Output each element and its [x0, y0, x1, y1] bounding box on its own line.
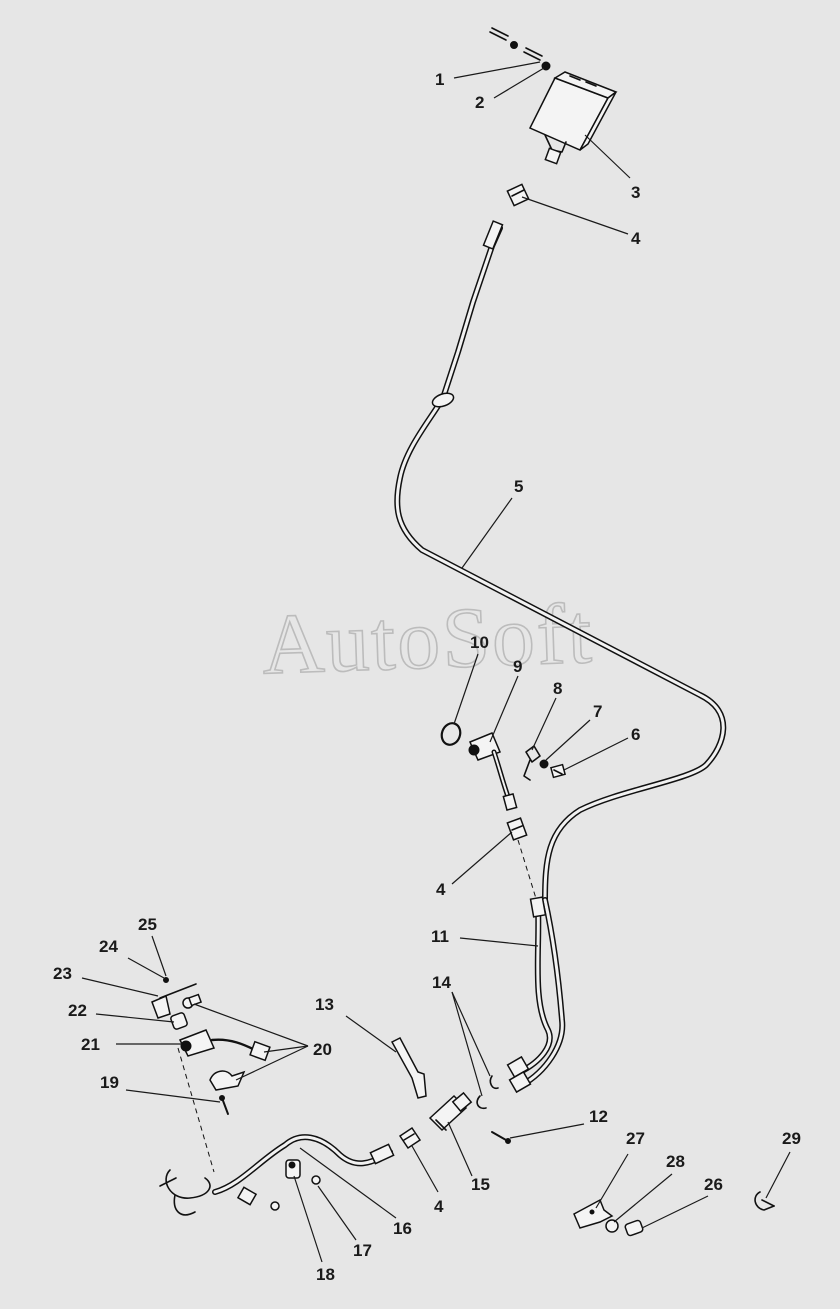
alignment-dashed-line: [517, 839, 539, 906]
bracket-part-20: [209, 1070, 246, 1091]
callout-7: 7: [593, 702, 602, 721]
bracket-part-23: [151, 983, 197, 1019]
grommet-part-22: [170, 1012, 188, 1030]
wheel-sensor-part-21: [178, 1029, 271, 1062]
connector-clip-part-4-top: [506, 183, 530, 207]
clamp-part-18: [285, 1159, 301, 1179]
small-bolt-part-24: [163, 977, 169, 983]
callout-12: 12: [589, 1107, 608, 1126]
callout-15: 15: [471, 1175, 490, 1194]
callout-4-bottom: 4: [434, 1197, 444, 1216]
bolt-part-12: [491, 1131, 511, 1144]
screw-part-17: [311, 1175, 321, 1185]
connector-clip-part-4-bottom: [398, 1126, 422, 1150]
bracket-part-8: [523, 745, 541, 781]
clip-part-25: [182, 993, 203, 1009]
clip-part-14: [476, 1075, 499, 1110]
callout-28: 28: [666, 1152, 685, 1171]
callout-19: 19: [100, 1073, 119, 1092]
callout-10: 10: [470, 633, 489, 652]
callout-18: 18: [316, 1265, 335, 1284]
bolt-part-1: [489, 27, 543, 61]
callout-13: 13: [315, 995, 334, 1014]
callout-27: 27: [626, 1129, 645, 1148]
callout-8: 8: [553, 679, 562, 698]
alignment-dashed-line-left: [177, 1047, 215, 1173]
tee-fitting-part-15: [428, 1091, 473, 1132]
callout-9: 9: [513, 657, 522, 676]
callout-17: 17: [353, 1241, 372, 1260]
bracket-part-13: [390, 1037, 427, 1099]
callout-24: 24: [99, 937, 118, 956]
small-fittings: [236, 1186, 280, 1211]
connector-clip-part-4-mid: [506, 817, 528, 841]
callout-23: 23: [53, 964, 72, 983]
bolt-part-6: [549, 763, 567, 779]
leader-lines: [81, 61, 791, 1263]
callout-4-mid: 4: [436, 880, 446, 899]
bolt-part-26: [624, 1219, 644, 1237]
callout-25: 25: [138, 915, 157, 934]
callout-3: 3: [631, 183, 640, 202]
brake-tube-part-16: [159, 1134, 395, 1216]
callout-1: 1: [435, 70, 444, 89]
brake-tube-part-11: [506, 896, 566, 1094]
callout-20: 20: [313, 1040, 332, 1059]
callout-11: 11: [431, 927, 449, 946]
callout-5: 5: [514, 477, 523, 496]
brake-tube-part-5: [394, 220, 727, 903]
clip-part-29: [754, 1191, 775, 1211]
callout-22: 22: [68, 1001, 87, 1020]
washer-part-7: [539, 759, 549, 769]
callout-14: 14: [432, 973, 451, 992]
sensor-part-9: [468, 732, 518, 811]
nut-part-28: [605, 1219, 619, 1233]
control-module-part-3: [528, 71, 618, 165]
callout-16: 16: [393, 1219, 412, 1238]
callout-29: 29: [782, 1129, 801, 1148]
callout-4-top: 4: [631, 229, 641, 248]
callout-26: 26: [704, 1175, 723, 1194]
callout-21: 21: [81, 1035, 100, 1054]
bracket-part-27: [573, 1198, 614, 1229]
callout-6: 6: [631, 725, 640, 744]
watermark-text: AutoSoft: [260, 585, 595, 693]
o-ring-part-10: [440, 722, 462, 746]
callout-2: 2: [475, 93, 484, 112]
bolt-part-19: [219, 1095, 229, 1115]
